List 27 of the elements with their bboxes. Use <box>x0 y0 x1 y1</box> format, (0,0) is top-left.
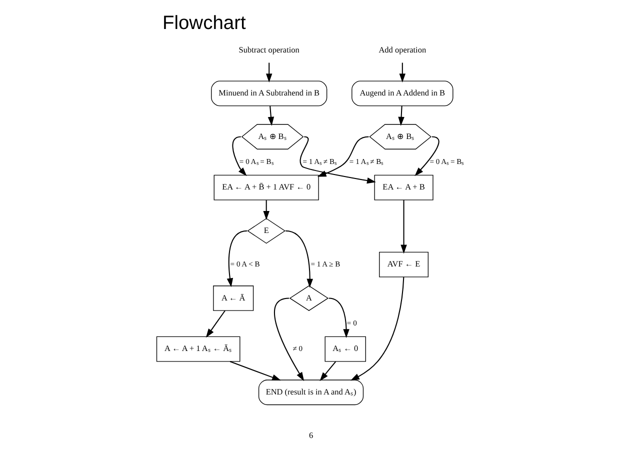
edge-label: = 0 Aₛ = Bₛ <box>430 157 464 166</box>
edge-label: ≠ 0 <box>292 344 303 353</box>
arrow <box>232 136 247 176</box>
arrow <box>268 106 274 126</box>
diagram-title: Flowchart <box>162 13 246 34</box>
arrow <box>399 62 406 83</box>
edge-label: = 0 <box>346 318 357 328</box>
arrow <box>206 310 226 338</box>
arrow <box>266 62 272 83</box>
arrow <box>300 136 376 184</box>
arrow <box>398 106 404 126</box>
arrow <box>320 361 336 382</box>
arrow <box>317 136 369 177</box>
arrow <box>230 361 282 380</box>
edge-label: = 1 Aₛ ≠ Bₛ <box>302 157 337 166</box>
arrow <box>286 230 313 288</box>
arrow <box>263 200 270 220</box>
arrow <box>350 277 404 381</box>
edge-label: = 0 Aₛ = Bₛ <box>239 157 274 166</box>
edge-label: = 1 A ≥ B <box>310 259 340 268</box>
arrow <box>328 298 350 338</box>
edge-label: = 1 Aₛ ≠ Bₛ <box>349 157 384 166</box>
edge-label: = 0 A < B <box>230 259 260 268</box>
arrow <box>414 136 440 176</box>
arrow <box>274 298 304 382</box>
arrow <box>400 200 407 254</box>
arrow <box>226 230 248 288</box>
